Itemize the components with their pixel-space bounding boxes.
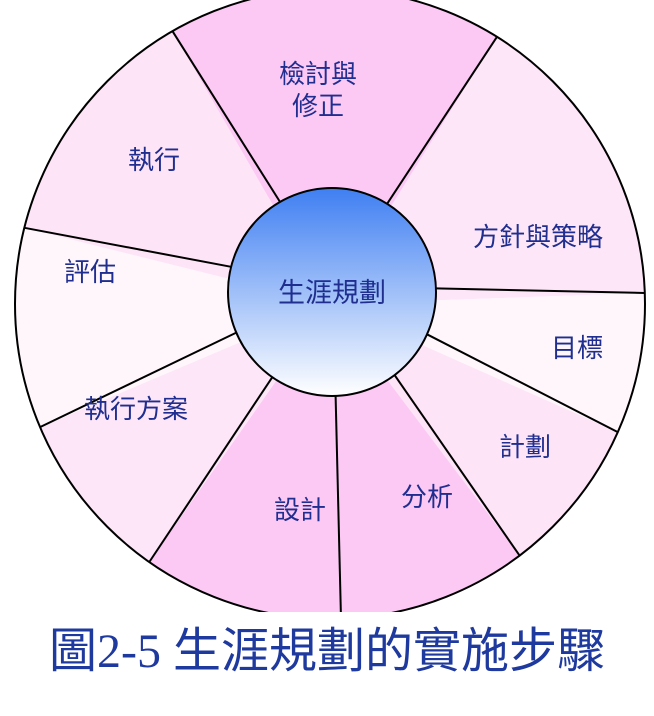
segment-label-line: 設計 xyxy=(274,496,326,526)
segment-label: 評估 xyxy=(64,258,116,288)
segment-label: 計劃 xyxy=(499,433,551,463)
segment-label: 設計 xyxy=(274,496,326,526)
wheel-spoke xyxy=(426,333,619,433)
wheel-spokes xyxy=(24,30,645,612)
wheel-outer-ring xyxy=(14,0,646,612)
wheel-spoke xyxy=(171,30,281,203)
wheel-spoke xyxy=(334,395,342,612)
wheel-segment xyxy=(40,304,330,562)
segment-label-line: 方針與策略 xyxy=(473,223,603,253)
wheel-segment xyxy=(15,227,331,428)
segment-label-line: 評估 xyxy=(64,258,116,288)
segment-label-line: 執行方案 xyxy=(84,395,188,425)
wheel-spoke xyxy=(386,36,498,205)
center-hub xyxy=(227,187,437,397)
segment-label-line: 檢討與 xyxy=(279,60,357,90)
segment-label-line: 目標 xyxy=(551,334,603,364)
wheel-spoke xyxy=(435,287,645,294)
segment-label-line: 執行 xyxy=(128,146,180,176)
segment-label: 執行方案 xyxy=(84,395,188,425)
segment-label: 檢討與修正 xyxy=(279,60,357,122)
center-label: 生涯規劃 xyxy=(278,278,386,309)
figure-caption: 圖2-5 生涯規劃的實施步驟 xyxy=(49,625,605,678)
wheel-spoke xyxy=(148,376,274,563)
wheel-segment xyxy=(172,0,497,304)
wheel-spoke xyxy=(24,226,232,268)
segment-label-line: 修正 xyxy=(292,92,344,122)
wheel-spoke xyxy=(39,331,237,429)
segment-label: 方針與策略 xyxy=(473,223,603,253)
segment-label: 分析 xyxy=(401,483,453,513)
segment-label-line: 計劃 xyxy=(499,433,551,463)
segment-label: 目標 xyxy=(551,334,603,364)
wheel-spoke xyxy=(393,374,521,557)
segment-label-line: 分析 xyxy=(401,483,453,513)
segment-label: 執行 xyxy=(128,146,180,176)
